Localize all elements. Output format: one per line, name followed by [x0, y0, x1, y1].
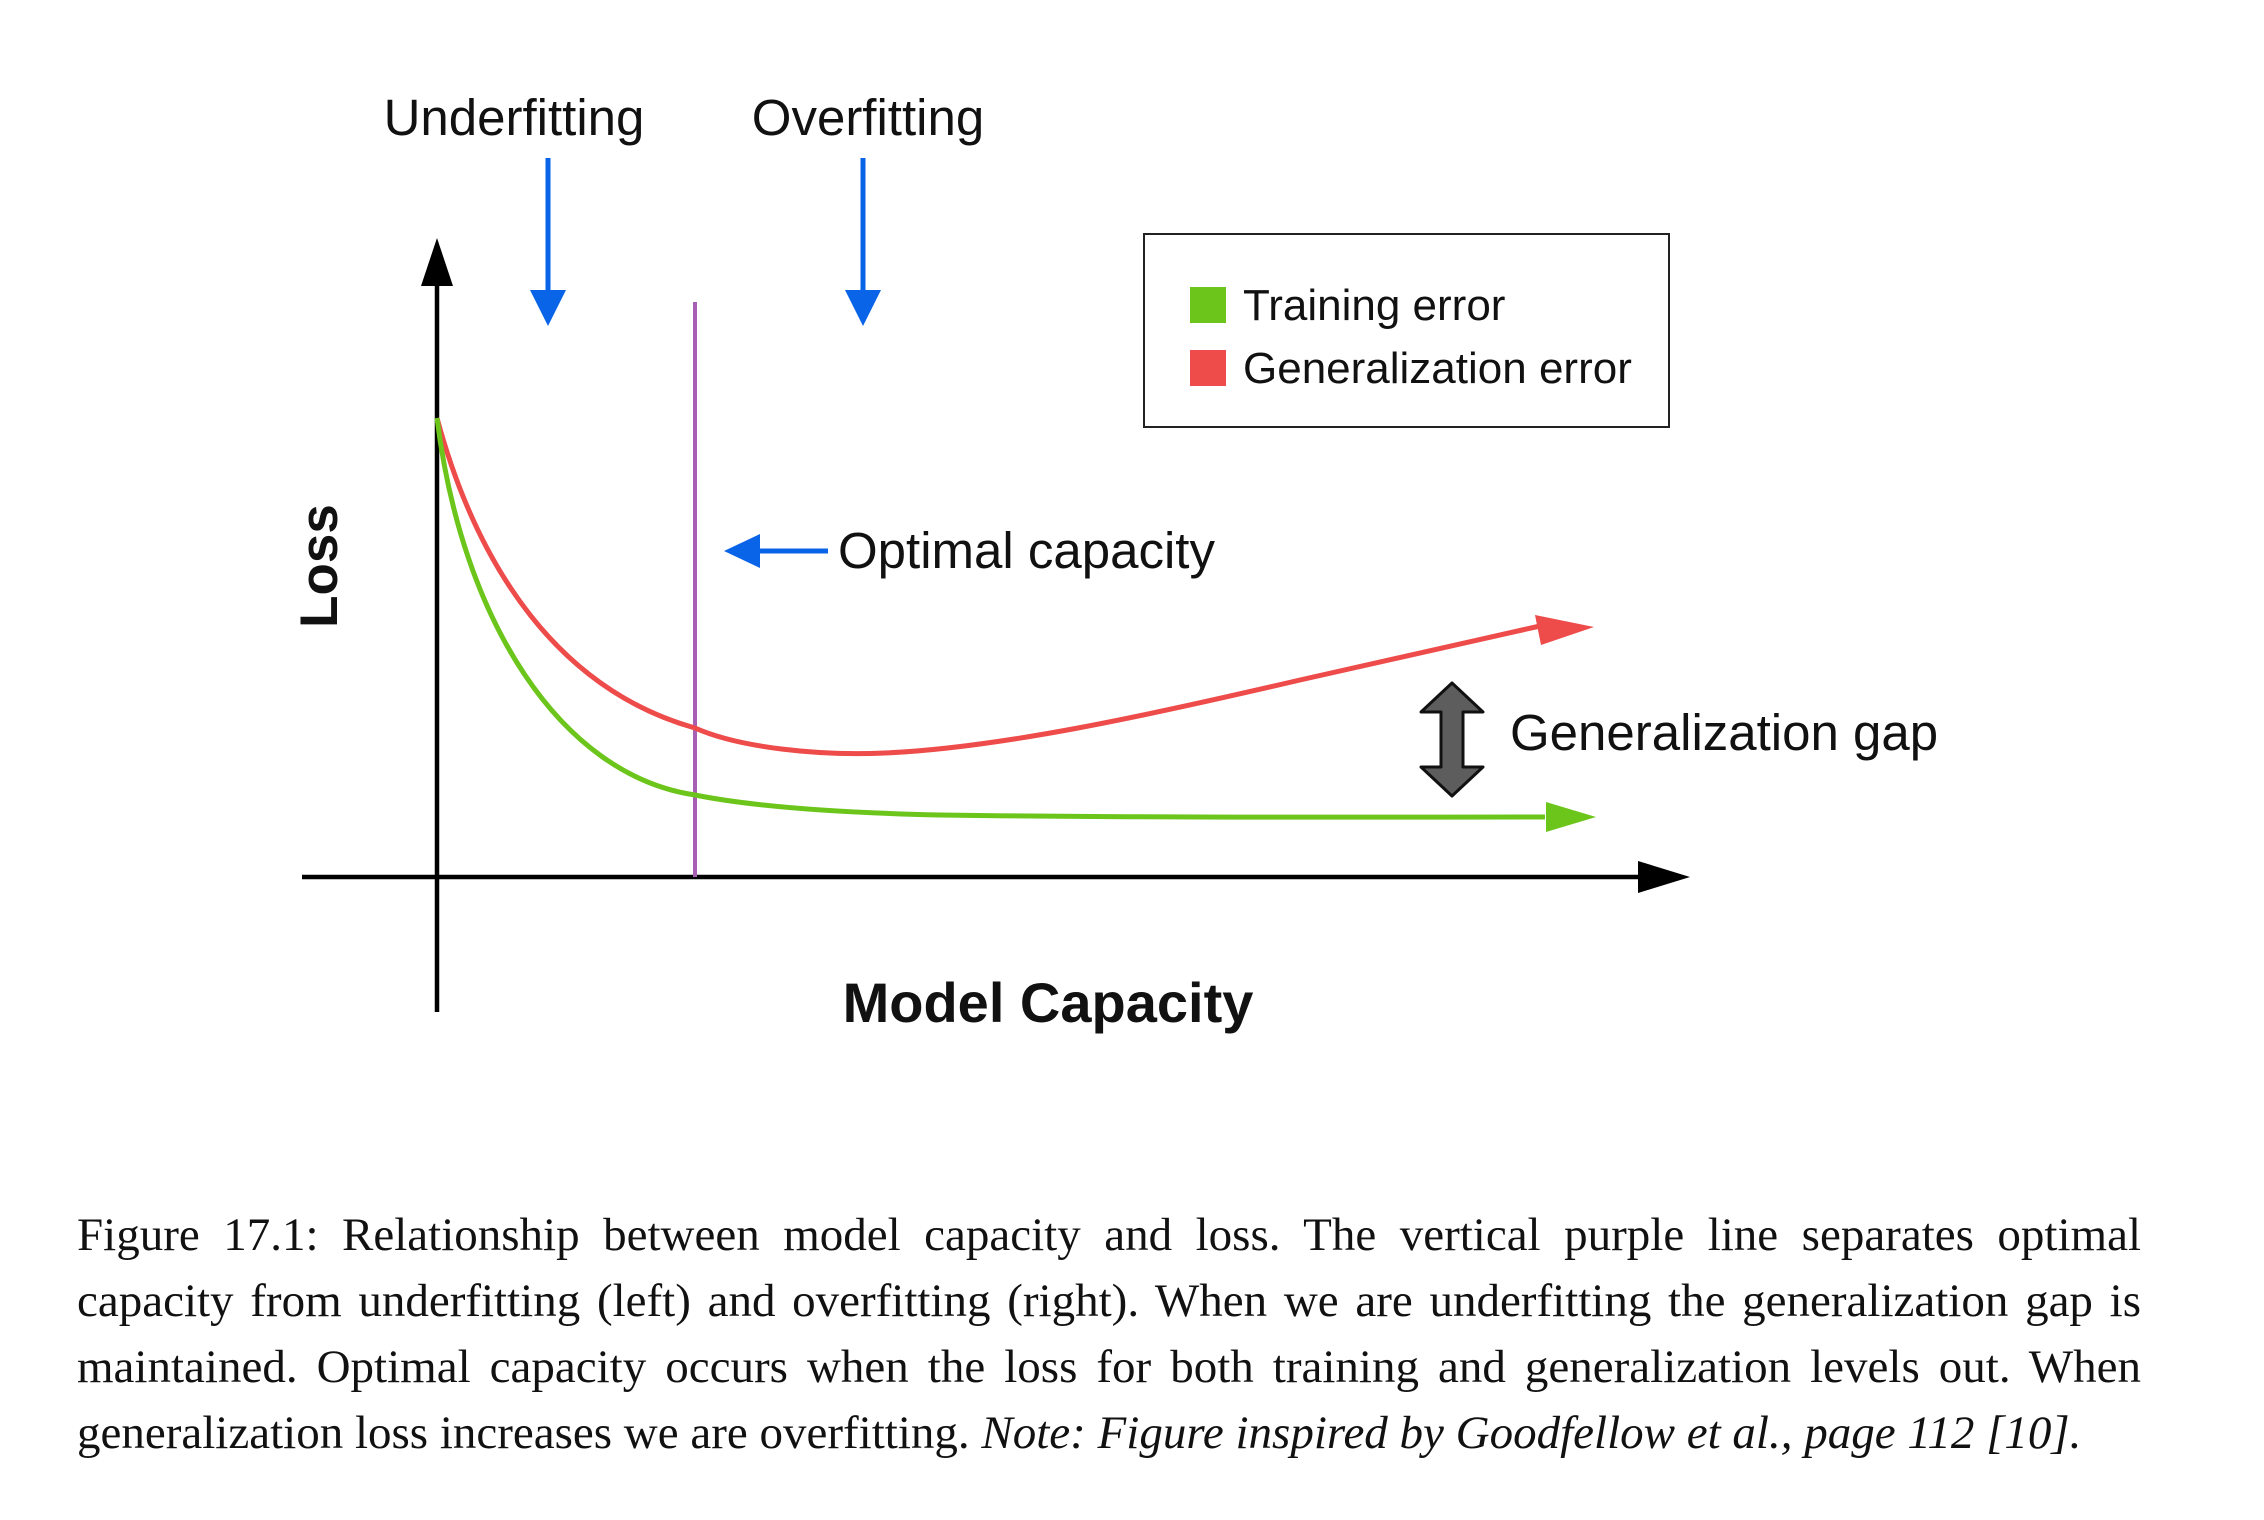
legend-swatch-training [1190, 287, 1226, 323]
optimal-capacity-label: Optimal capacity [838, 522, 1215, 579]
legend-box [1143, 233, 1670, 428]
training-arrowhead-icon [1546, 802, 1596, 832]
legend-label-training: Training error [1243, 281, 1505, 330]
underfitting-arrow-icon [530, 158, 566, 326]
generalization-arrowhead-icon [1535, 615, 1594, 645]
overfitting-label: Overfitting [752, 89, 984, 146]
generalization-gap-arrow-icon [1419, 681, 1485, 798]
capacity-loss-diagram: Underfitting Overfitting Optimal capacit… [290, 89, 1938, 1034]
legend-swatch-generalization [1190, 350, 1226, 386]
generalization-gap-label: Generalization gap [1510, 704, 1938, 761]
caption-main: Figure 17.1: Relationship between model … [77, 1209, 2141, 1459]
y-axis-arrowhead-icon [421, 238, 453, 286]
training-error-curve [434, 417, 1546, 820]
generalization-error-curve [434, 417, 1541, 757]
legend-label-generalization: Generalization error [1243, 344, 1632, 393]
optimal-capacity-arrow-icon [724, 534, 828, 568]
legend: Training error Generalization error [1143, 233, 1670, 428]
x-axis-arrowhead-icon [1638, 861, 1690, 893]
caption-note: Note: Figure inspired by Goodfellow et a… [981, 1407, 2082, 1459]
overfitting-arrow-icon [845, 158, 881, 326]
underfitting-label: Underfitting [384, 89, 645, 146]
figure-caption: Figure 17.1: Relationship between model … [77, 1202, 2141, 1466]
y-axis-title: Loss [290, 504, 349, 628]
x-axis-title: Model Capacity [843, 971, 1254, 1034]
